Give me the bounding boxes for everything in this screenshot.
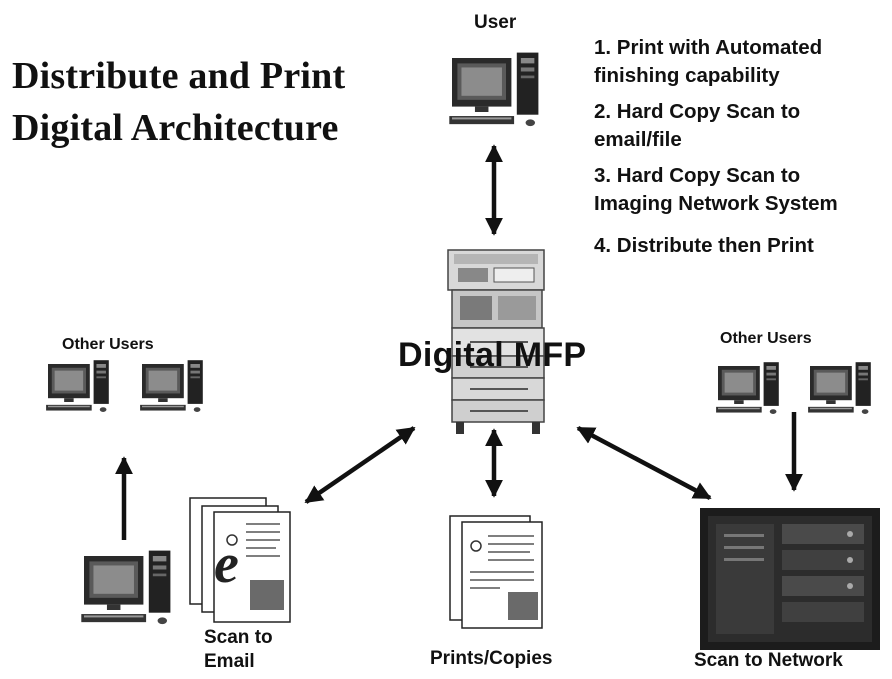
arrow-mfp-network [576, 426, 712, 500]
mfp-printer-icon [447, 249, 545, 434]
step-3: 3. Hard Copy Scan to Imaging Network Sys… [594, 164, 838, 215]
other-users-left-label: Other Users [62, 336, 154, 353]
steps-list: 1. Print with Automated finishing capabi… [594, 34, 890, 260]
email-e-icon: e [214, 533, 239, 595]
other-users-left-computer-icon [46, 360, 109, 412]
step-1: 1. Print with Automated finishing capabi… [594, 36, 823, 87]
step-4: 4. Distribute then Print [594, 234, 814, 257]
user-computer-icon [449, 52, 539, 127]
email-computer-icon [81, 550, 171, 625]
arrow-mfp-email [304, 426, 416, 504]
mfp-label: Digital MFP [398, 336, 587, 374]
title-line-1: Distribute and Print [12, 55, 346, 97]
prints-copies-label: Prints/Copies [430, 648, 553, 669]
page-title: Distribute and Print Digital Architectur… [12, 50, 422, 154]
user-label: User [474, 12, 517, 33]
step-2: 2. Hard Copy Scan to email/file [594, 100, 801, 151]
network-server-icon [700, 508, 880, 650]
prints-copies-documents-icon [449, 515, 543, 629]
email-documents-icon [189, 497, 291, 623]
other-users-left-computer-icon-2 [140, 360, 203, 412]
title-line-2: Digital Architecture [12, 107, 339, 149]
other-users-right-computer-icon-2 [808, 362, 871, 414]
scan-to-network-label: Scan to Network [694, 650, 843, 671]
scan-to-email-label: Scan to Email [204, 627, 273, 672]
other-users-right-computer-icon [716, 362, 779, 414]
other-users-right-label: Other Users [720, 330, 812, 347]
